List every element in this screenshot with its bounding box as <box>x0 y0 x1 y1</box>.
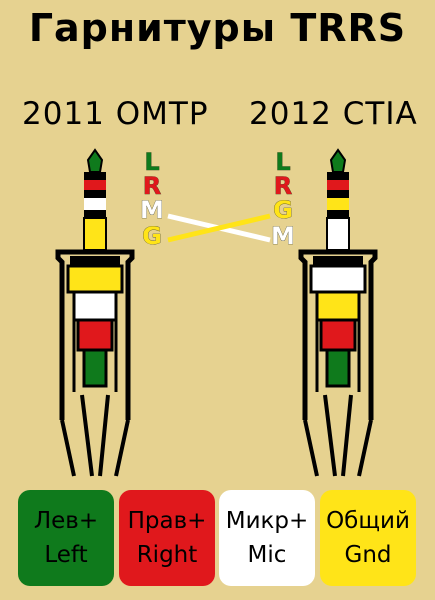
ctia-ring-right <box>327 180 349 190</box>
omtp-pin-labels: L R M G <box>140 148 164 251</box>
ctia-pin-l: L <box>275 148 290 176</box>
omtp-ring-ins-3 <box>84 210 106 218</box>
legend-left: Лев+ Left <box>18 490 114 586</box>
ctia-plug <box>298 148 378 477</box>
legend-mic: Микр+ Mic <box>219 490 315 586</box>
omtp-body-outline <box>55 249 135 420</box>
ctia-ring-ins-2 <box>327 190 349 198</box>
ctia-ring-ins-1 <box>327 172 349 180</box>
ctia-pin-g: G <box>273 196 293 224</box>
ctia-cable <box>303 394 373 477</box>
ctia-inner-yellow <box>315 290 361 322</box>
ctia-inner-green <box>325 348 351 388</box>
legend-gnd: Общий Gnd <box>320 490 416 586</box>
wire-gnd-to-gnd <box>167 213 271 243</box>
legend-right: Прав+ Right <box>119 490 215 586</box>
omtp-cable <box>60 394 130 477</box>
omtp-inner-green <box>82 348 108 388</box>
ctia-pin-labels: L R G M <box>271 148 295 251</box>
omtp-ring-right <box>84 180 106 190</box>
omtp-ring-mic <box>84 198 106 210</box>
ctia-ring-ins-3 <box>327 210 349 218</box>
legend-gnd-en: Gnd <box>344 542 392 568</box>
omtp-sleeve-gnd <box>83 217 107 251</box>
legend-mic-ru: Микр+ <box>225 508 309 534</box>
standard-omtp-label: 2011 OMTP <box>22 96 209 132</box>
legend-right-en: Right <box>136 542 198 568</box>
ctia-pin-r: R <box>274 172 292 200</box>
omtp-pin-m: M <box>140 196 164 224</box>
omtp-pin-l: L <box>144 148 159 176</box>
ctia-tip-left <box>329 148 347 173</box>
omtp-inner-white <box>72 290 118 322</box>
legend-left-ru: Лев+ <box>33 508 99 534</box>
omtp-ring-ins-1 <box>84 172 106 180</box>
legend-right-ru: Прав+ <box>127 508 207 534</box>
legend-mic-en: Mic <box>247 542 287 568</box>
ctia-sleeve-mic <box>326 217 350 251</box>
ctia-inner-white <box>309 264 367 294</box>
legend-left-en: Left <box>44 542 88 568</box>
omtp-inner-yellow <box>66 264 124 294</box>
omtp-plug <box>55 148 135 477</box>
omtp-pin-r: R <box>143 172 161 200</box>
page-title: Гарнитуры TRRS <box>28 6 407 50</box>
omtp-ring-ins-2 <box>84 190 106 198</box>
omtp-inner-red <box>76 318 114 352</box>
ctia-body-outline <box>298 249 378 420</box>
ctia-ring-gnd <box>327 198 349 210</box>
ctia-inner-red <box>319 318 357 352</box>
omtp-tip-left <box>86 148 104 173</box>
legend-gnd-ru: Общий <box>326 508 410 534</box>
omtp-pin-g: G <box>142 222 162 250</box>
standard-ctia-label: 2012 CTIA <box>249 96 418 132</box>
ctia-pin-m: M <box>271 222 295 250</box>
swap-wires <box>167 213 271 243</box>
